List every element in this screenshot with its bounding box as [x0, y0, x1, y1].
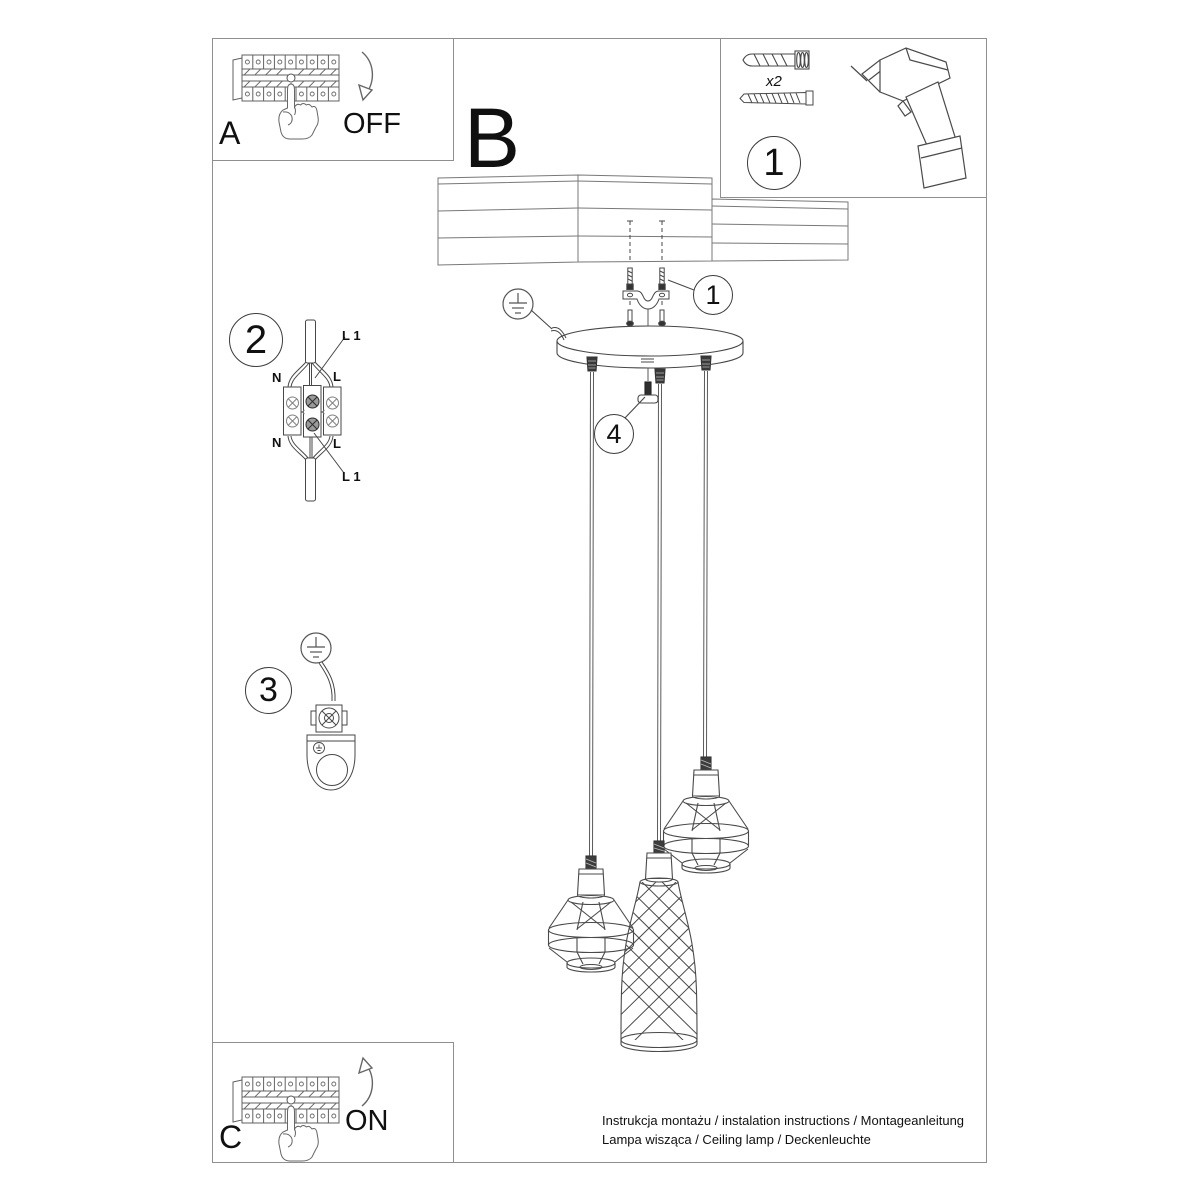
footer-line1: Instrukcja montażu / instalation instruc… [602, 1113, 965, 1128]
screw-icon [739, 90, 814, 106]
arrow-up-icon [357, 1056, 374, 1107]
wiring-line-top-label: L [333, 369, 341, 384]
step-c-state: ON [345, 1105, 389, 1137]
wiring-live-bottom-label: L 1 [342, 469, 361, 484]
wiring-live-top-label: L 1 [342, 328, 361, 343]
pendant-cables [589, 370, 708, 858]
earth-symbol-main [502, 288, 567, 341]
footer-line2: Lampa wisząca / Ceiling lamp / Deckenleu… [602, 1132, 871, 1147]
breaker-panel-c-icon [232, 1076, 340, 1162]
wiring-line-bottom-label: L [333, 436, 341, 451]
page-border [212, 38, 987, 1163]
step-c-label: C [219, 1119, 243, 1155]
lattice-pendant-middle [620, 840, 698, 1053]
drill-icon [850, 47, 967, 189]
callout-earth: 3 [245, 667, 292, 714]
terminal-block-diagram [283, 319, 346, 502]
step-a-label: A [219, 115, 241, 151]
step-a-state: OFF [343, 108, 401, 140]
cage-pendant-right [662, 756, 750, 874]
wiring-neutral-bottom-label: N [272, 435, 282, 450]
earth-connection-diagram [300, 632, 356, 791]
mounting-bracket-assembly [622, 220, 695, 337]
parts-box-badge: 1 [747, 136, 801, 190]
breaker-panel-a-icon [232, 54, 340, 140]
ceiling-canopy [502, 288, 744, 421]
wiring-neutral-top-label: N [272, 370, 282, 385]
cage-pendant-left [547, 855, 635, 973]
strain-relief-screw [637, 368, 659, 404]
cable-gland [586, 355, 712, 384]
arrow-down-icon [357, 51, 374, 102]
ceiling-boards [437, 174, 849, 266]
callout-wiring: 2 [229, 313, 283, 367]
step-b-label: B [464, 91, 521, 185]
wall-plug-icon [742, 50, 810, 70]
callout-strain-relief: 4 [594, 414, 634, 454]
dowel-count-label: x2 [766, 73, 782, 90]
callout-bracket-screws: 1 [693, 275, 733, 315]
